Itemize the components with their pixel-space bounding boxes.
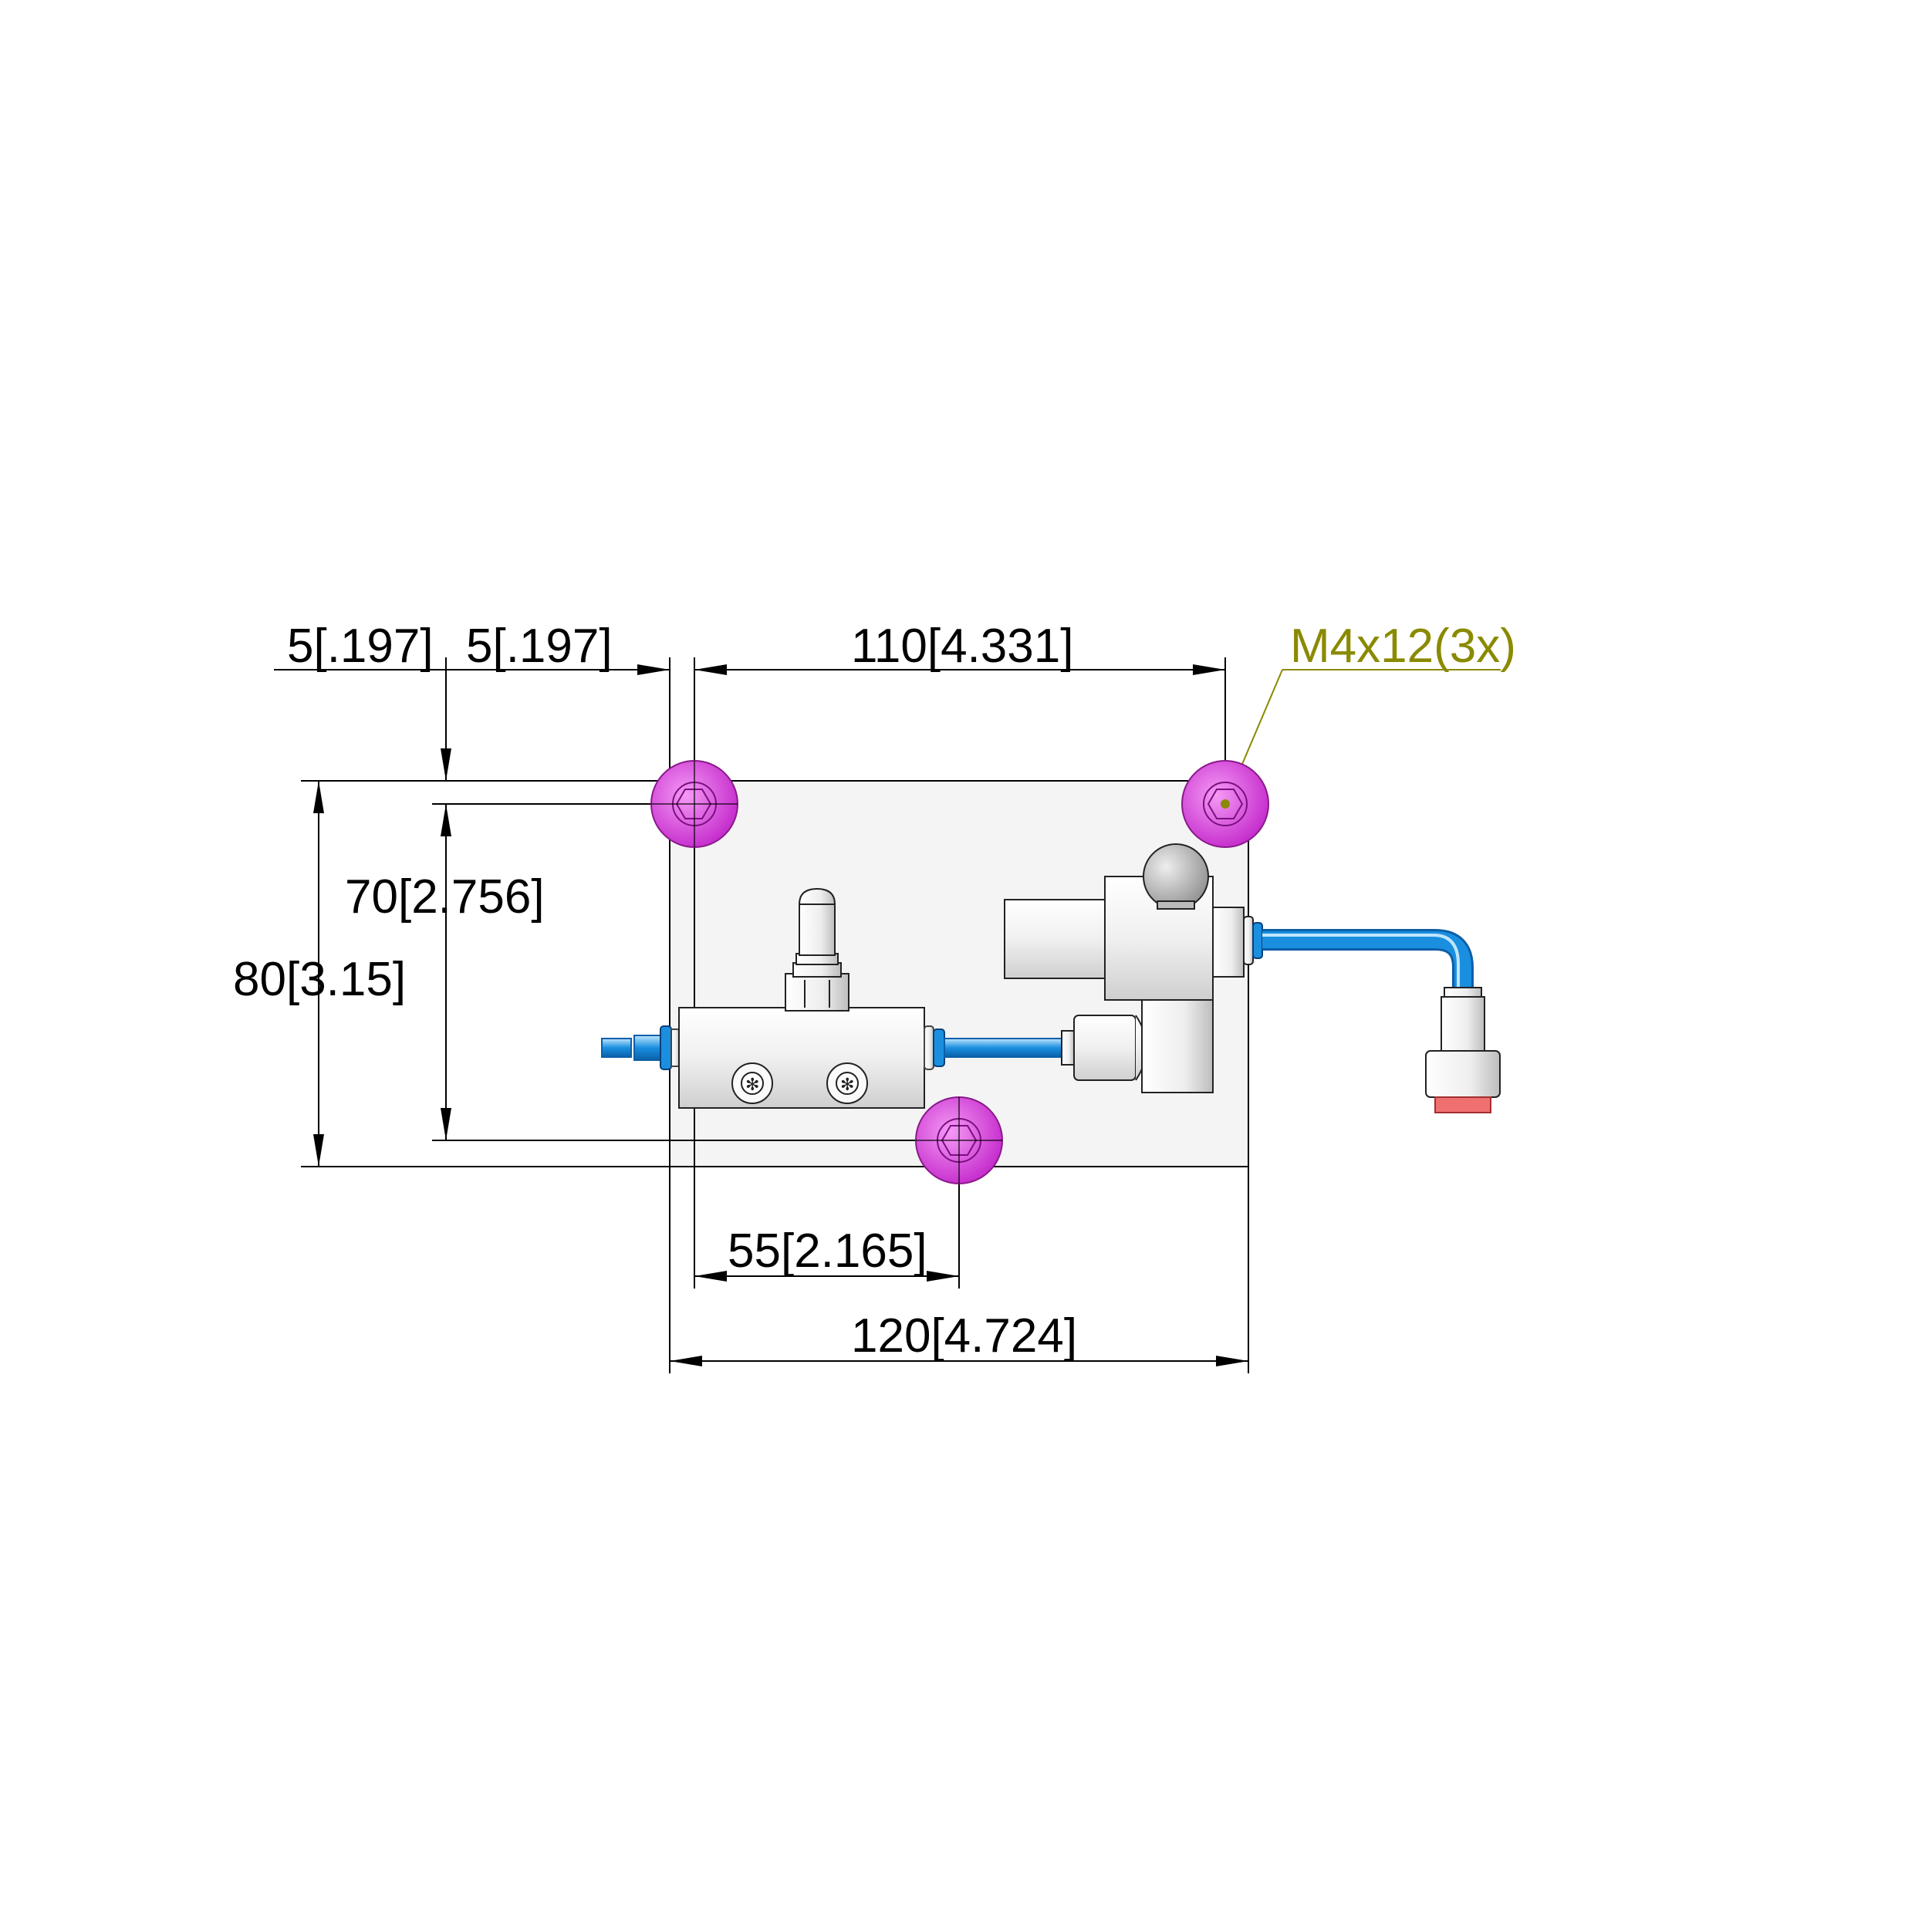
dim-edge-offset-x: 5[.197]	[287, 620, 434, 673]
regulator-knob-icon	[1143, 843, 1209, 910]
dimension-lines	[274, 657, 1248, 1366]
left-valve-assembly: ✻ ✻	[601, 887, 945, 1109]
body-screw-right-icon: ✻	[826, 1062, 868, 1104]
valve-body	[678, 1007, 925, 1109]
dim-edge-offset-y: 5[.197]	[466, 620, 613, 673]
screw-callout: M4x12(3x)	[1221, 620, 1516, 809]
dim-hole-spacing-x: 110[4.331]	[851, 620, 1073, 673]
dim-third-hole-x: 55[2.165]	[728, 1224, 927, 1278]
dim-hole-spacing-y: 70[2.756]	[345, 870, 545, 924]
right-regulator-assembly	[1004, 843, 1263, 1093]
fitting-cap	[1434, 1096, 1491, 1113]
callout-label: M4x12(3x)	[1290, 620, 1516, 673]
body-screw-left-icon: ✻	[731, 1062, 773, 1104]
tube-horizontal	[944, 1038, 1069, 1058]
output-fitting	[1425, 987, 1501, 1113]
svg-text:✻: ✻	[745, 1076, 759, 1095]
mounting-screw-top-right-icon	[1181, 760, 1269, 848]
svg-text:✻: ✻	[840, 1076, 854, 1095]
dim-plate-width: 120[4.724]	[851, 1309, 1077, 1363]
dim-plate-height: 80[3.15]	[233, 953, 406, 1006]
bent-tube	[1262, 929, 1474, 989]
